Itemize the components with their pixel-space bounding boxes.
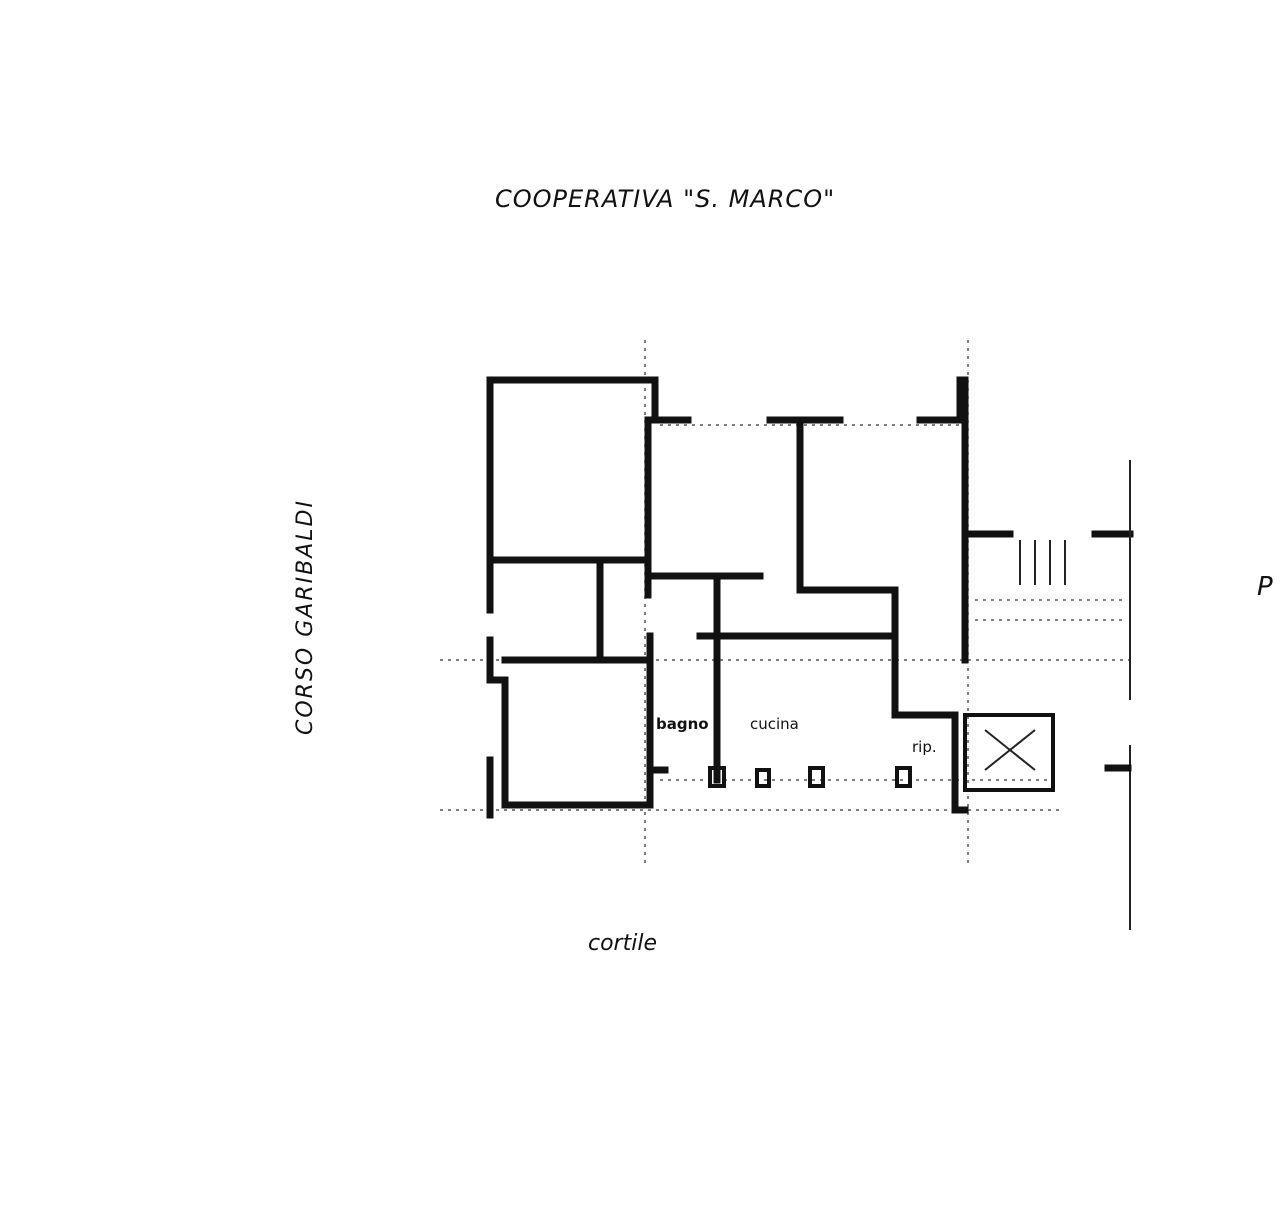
walls	[486, 376, 1134, 930]
courtyard-label: cortile	[588, 931, 657, 956]
street-label: CORSO GARIBALDI	[293, 499, 318, 735]
plan-title: COOPERATIVA "S. MARCO"	[495, 185, 835, 213]
room-label-storage: rip.	[912, 738, 937, 756]
stairs	[975, 540, 1125, 621]
room-label-bathroom: bagno	[656, 715, 709, 733]
edge-fragment-label: P	[1257, 572, 1273, 602]
room-label-kitchen: cucina	[750, 715, 799, 733]
